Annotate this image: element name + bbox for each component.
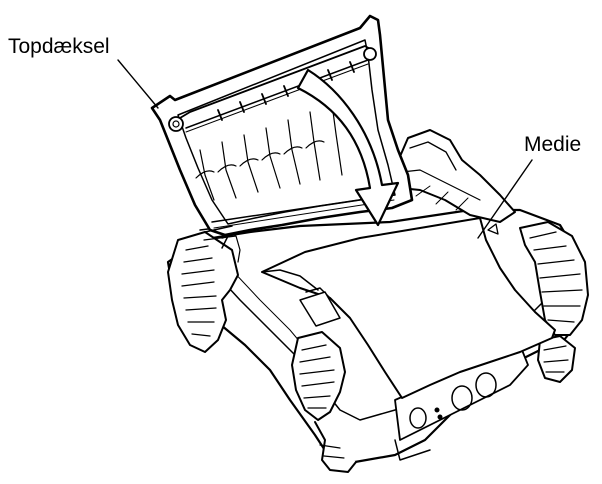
feed-button (451, 385, 473, 411)
power-button (409, 407, 427, 429)
top-cover (150, 14, 414, 239)
media-paper (261, 217, 556, 399)
close-direction-arrow (296, 68, 400, 227)
media-leader (477, 159, 533, 239)
right-bumper (519, 221, 589, 383)
media-label: Medie (524, 133, 582, 156)
front-left-bumper (291, 331, 357, 473)
top-cover-label: Topdæksel (8, 35, 110, 58)
right-guard (394, 129, 516, 223)
top-cover-leader (117, 59, 159, 109)
function-button (475, 372, 497, 398)
